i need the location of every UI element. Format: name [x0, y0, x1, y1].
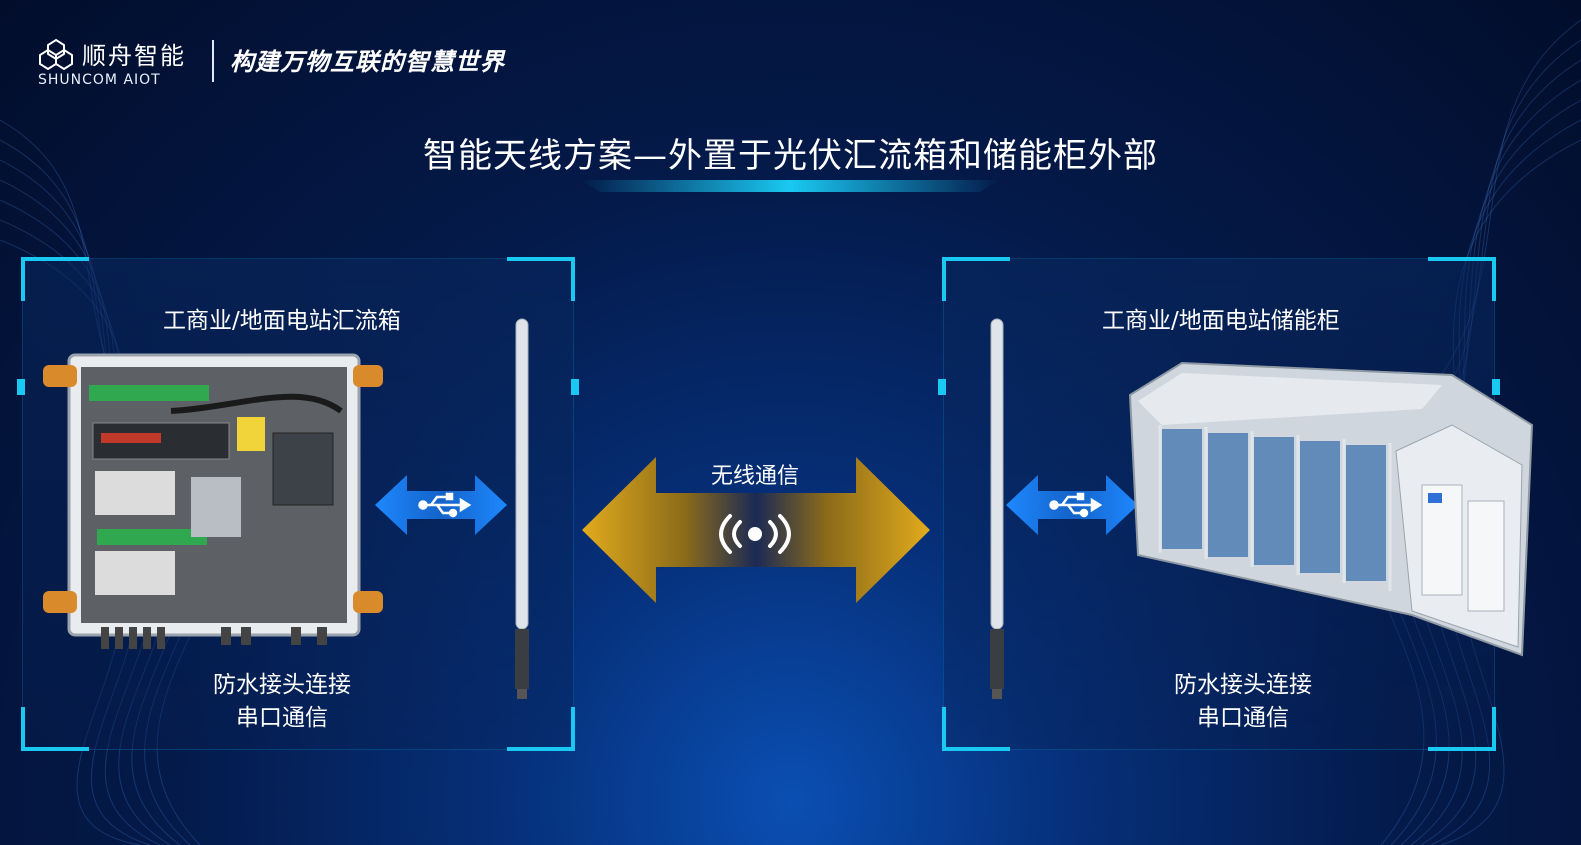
panel-tick: [17, 379, 25, 395]
storage-cabinet-panel: 工商业/地面电站储能柜: [938, 257, 1534, 751]
combiner-box-note: 防水接头连接 串口通信: [213, 669, 351, 735]
panel-corner: [507, 257, 575, 301]
panel-corner: [21, 707, 89, 751]
note-line-2: 串口通信: [236, 705, 328, 731]
panel-corner: [507, 707, 575, 751]
combiner-box-label: 工商业/地面电站汇流箱: [163, 308, 401, 334]
antenna-icon: [515, 318, 529, 699]
title-underline: [580, 180, 1000, 192]
storage-cabinet-label: 工商业/地面电站储能柜: [1102, 308, 1340, 334]
brand-divider: [212, 40, 214, 82]
panel-corner: [942, 707, 1010, 751]
brand-name-cn: 顺舟智能: [82, 42, 186, 70]
usb-icon: [1049, 492, 1103, 518]
wireless-signal-icon: [719, 514, 791, 554]
combiner-box-panel: 工商业/地面电站汇流箱: [17, 257, 579, 751]
panel-tick: [938, 379, 946, 395]
antenna-icon: [990, 318, 1004, 699]
panel-tick: [1492, 379, 1500, 395]
panel-tick: [571, 379, 579, 395]
panel-corner: [942, 257, 1010, 301]
shuncom-logo-icon: [39, 38, 73, 70]
panel-corner: [1428, 707, 1496, 751]
note-line-1: 防水接头连接: [1174, 672, 1312, 698]
storage-cabinet-image: [1128, 361, 1534, 657]
panel-corner: [1428, 257, 1496, 301]
note-line-2: 串口通信: [1197, 705, 1289, 731]
storage-cabinet-note: 防水接头连接 串口通信: [1174, 669, 1312, 735]
brand-slogan: 构建万物互联的智慧世界: [230, 48, 505, 76]
wireless-label: 无线通信: [710, 464, 799, 489]
usb-icon: [418, 492, 472, 518]
brand-name-en: SHUNCOM AIOT: [38, 72, 161, 88]
note-line-1: 防水接头连接: [213, 672, 351, 698]
combiner-box-image: [43, 353, 383, 649]
page-title: 智能天线方案—外置于光伏汇流箱和储能柜外部: [423, 136, 1158, 176]
usb-connection-arrow: [1006, 475, 1138, 535]
panel-corner: [21, 257, 89, 301]
usb-connection-arrow: [375, 475, 507, 535]
